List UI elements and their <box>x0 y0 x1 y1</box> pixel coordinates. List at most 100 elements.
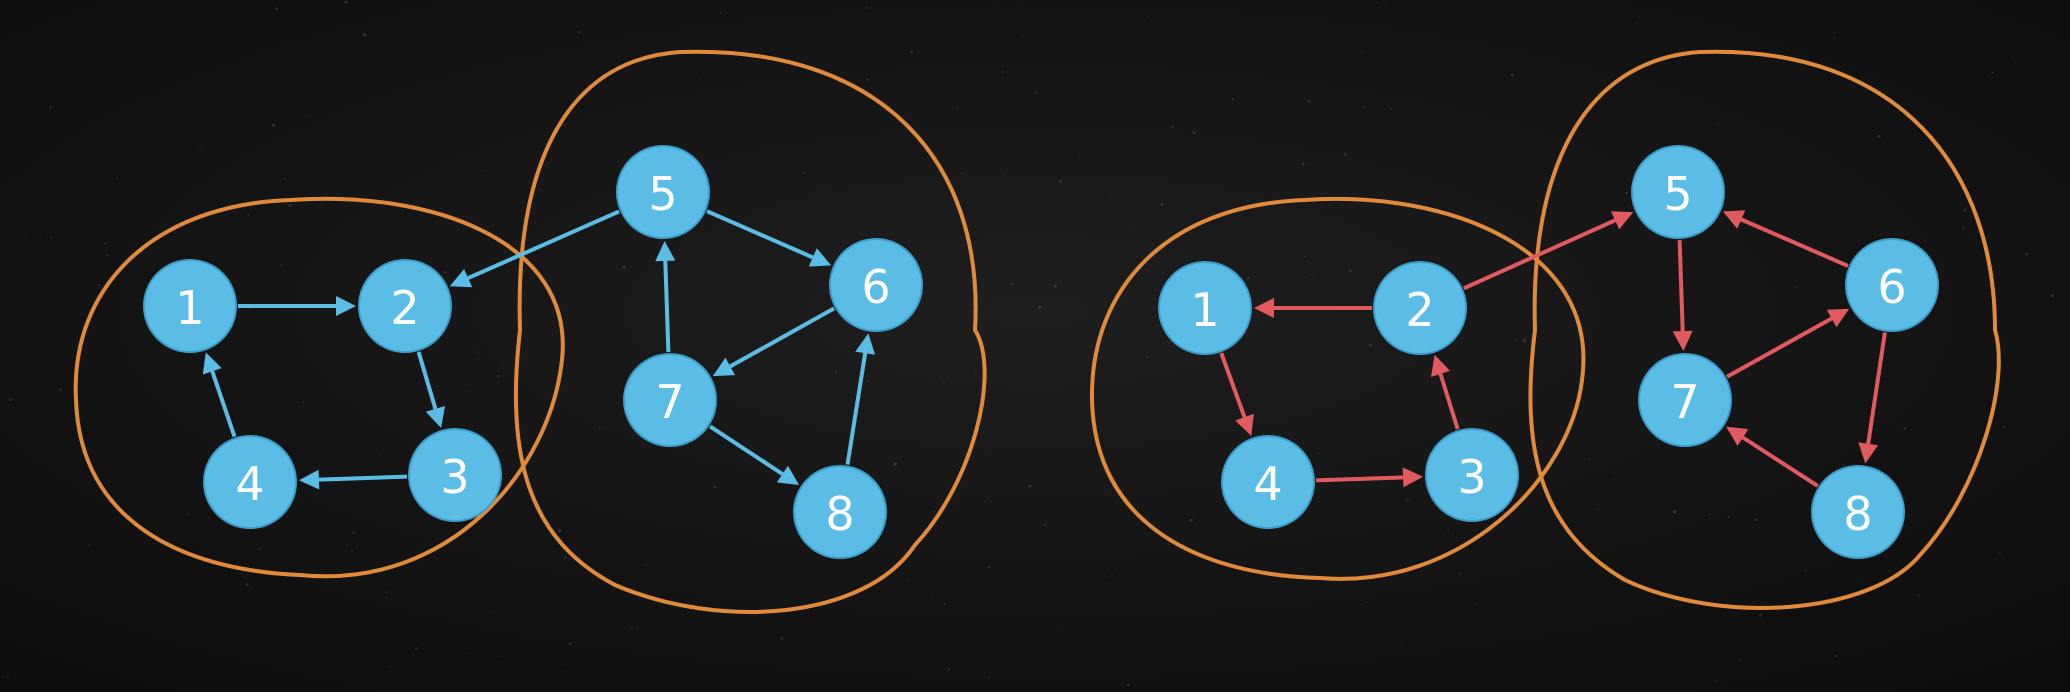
node-circle <box>1158 261 1252 355</box>
edge-line <box>1726 316 1833 379</box>
edge-line <box>1462 218 1616 291</box>
arrowhead-icon <box>449 269 473 288</box>
node-4: 4 <box>203 435 297 529</box>
node-label: 8 <box>1843 487 1872 541</box>
left-graph-edges <box>202 209 876 490</box>
edge-line <box>1866 332 1887 445</box>
edge-6-to-7 <box>712 306 836 377</box>
group-outline-right-b <box>1528 49 2001 610</box>
node-1: 1 <box>1158 261 1252 355</box>
node-label: 3 <box>1457 450 1486 504</box>
edge-5-to-2 <box>449 209 620 288</box>
node-circle <box>1425 428 1519 522</box>
node-3: 3 <box>1425 428 1519 522</box>
node-circle <box>616 145 710 239</box>
edge-7-to-6 <box>1726 308 1850 379</box>
arrowhead-icon <box>299 469 320 490</box>
node-label: 3 <box>440 450 469 504</box>
arrowhead-icon <box>1431 354 1451 377</box>
edge-line <box>1219 352 1247 418</box>
node-circle <box>358 259 452 353</box>
node-label: 5 <box>1663 167 1692 221</box>
edge-5-to-6 <box>706 209 832 267</box>
edge-2-to-1 <box>1254 298 1372 318</box>
node-circle <box>1638 353 1732 447</box>
edge-line <box>318 474 408 482</box>
arrowhead-icon <box>655 241 676 262</box>
arrowhead-icon <box>202 352 222 375</box>
edge-2-to-3 <box>416 351 445 428</box>
arrowhead-icon <box>425 406 445 428</box>
edge-line <box>1741 435 1819 488</box>
edge-line <box>663 260 671 353</box>
right-graph: 1 2 3 4 5 6 7 8 <box>1089 49 2001 610</box>
edge-8-to-7 <box>1726 426 1819 488</box>
node-2: 2 <box>358 259 452 353</box>
node-label: 6 <box>861 260 890 314</box>
node-label: 6 <box>1877 260 1906 314</box>
edge-line <box>416 351 438 410</box>
arrowhead-icon <box>1672 330 1693 351</box>
edge-7-to-5 <box>655 241 676 353</box>
arrowhead-icon <box>1235 413 1254 436</box>
node-circle <box>623 353 717 447</box>
node-label: 8 <box>825 487 854 541</box>
node-label: 1 <box>1190 283 1219 337</box>
right-graph-edges <box>1219 210 1887 488</box>
edge-1-to-4 <box>1219 352 1254 436</box>
arrowhead-icon <box>808 248 832 267</box>
arrowhead-icon <box>1826 308 1850 328</box>
edge-line <box>729 306 836 369</box>
arrowhead-icon <box>855 333 876 355</box>
node-7: 7 <box>1638 353 1732 447</box>
arrowhead-icon <box>336 296 356 316</box>
arrowhead-icon <box>776 465 800 485</box>
node-5: 5 <box>616 145 710 239</box>
node-circle <box>408 428 502 522</box>
edge-line <box>709 424 784 476</box>
node-6: 6 <box>1845 238 1939 332</box>
arrowhead-icon <box>1726 426 1749 446</box>
arrowhead-icon <box>712 357 736 377</box>
node-7: 7 <box>623 353 717 447</box>
edge-6-to-8 <box>1858 332 1887 464</box>
left-graph-nodes: 1 2 3 4 5 6 7 8 <box>143 145 923 559</box>
left-graph: 1 2 3 4 5 6 7 8 <box>73 49 987 614</box>
node-circle <box>793 465 887 559</box>
node-8: 8 <box>793 465 887 559</box>
right-graph-nodes: 1 2 3 4 5 6 7 8 <box>1158 145 1939 559</box>
edge-line <box>210 370 237 438</box>
node-label: 4 <box>1253 457 1282 511</box>
arrowhead-icon <box>1402 467 1423 488</box>
edge-line <box>845 352 868 465</box>
group-outline-left-a <box>73 196 565 579</box>
edge-6-to-5 <box>1722 210 1849 268</box>
node-5: 5 <box>1631 145 1725 239</box>
node-2: 2 <box>1373 261 1467 355</box>
node-label: 5 <box>648 167 677 221</box>
arrowhead-icon <box>1858 442 1879 464</box>
node-label: 2 <box>390 281 419 335</box>
node-circle <box>203 435 297 529</box>
node-circle <box>1845 238 1939 332</box>
node-circle <box>1221 435 1315 529</box>
node-label: 2 <box>1405 283 1434 337</box>
node-label: 7 <box>655 375 684 429</box>
node-circle <box>1811 465 1905 559</box>
edge-line <box>706 209 814 260</box>
arrowhead-icon <box>1611 211 1634 230</box>
arrowhead-icon <box>1254 298 1274 318</box>
node-4: 4 <box>1221 435 1315 529</box>
edge-4-to-1 <box>202 352 237 438</box>
node-8: 8 <box>1811 465 1905 559</box>
edge-5-to-7 <box>1672 239 1693 351</box>
node-circle <box>143 259 237 353</box>
edge-8-to-6 <box>845 333 876 465</box>
edge-7-to-8 <box>709 424 800 485</box>
edge-line <box>1438 373 1460 430</box>
arrowhead-icon <box>1722 210 1746 229</box>
edge-line <box>1315 475 1404 483</box>
node-1: 1 <box>143 259 237 353</box>
node-label: 4 <box>235 457 264 511</box>
